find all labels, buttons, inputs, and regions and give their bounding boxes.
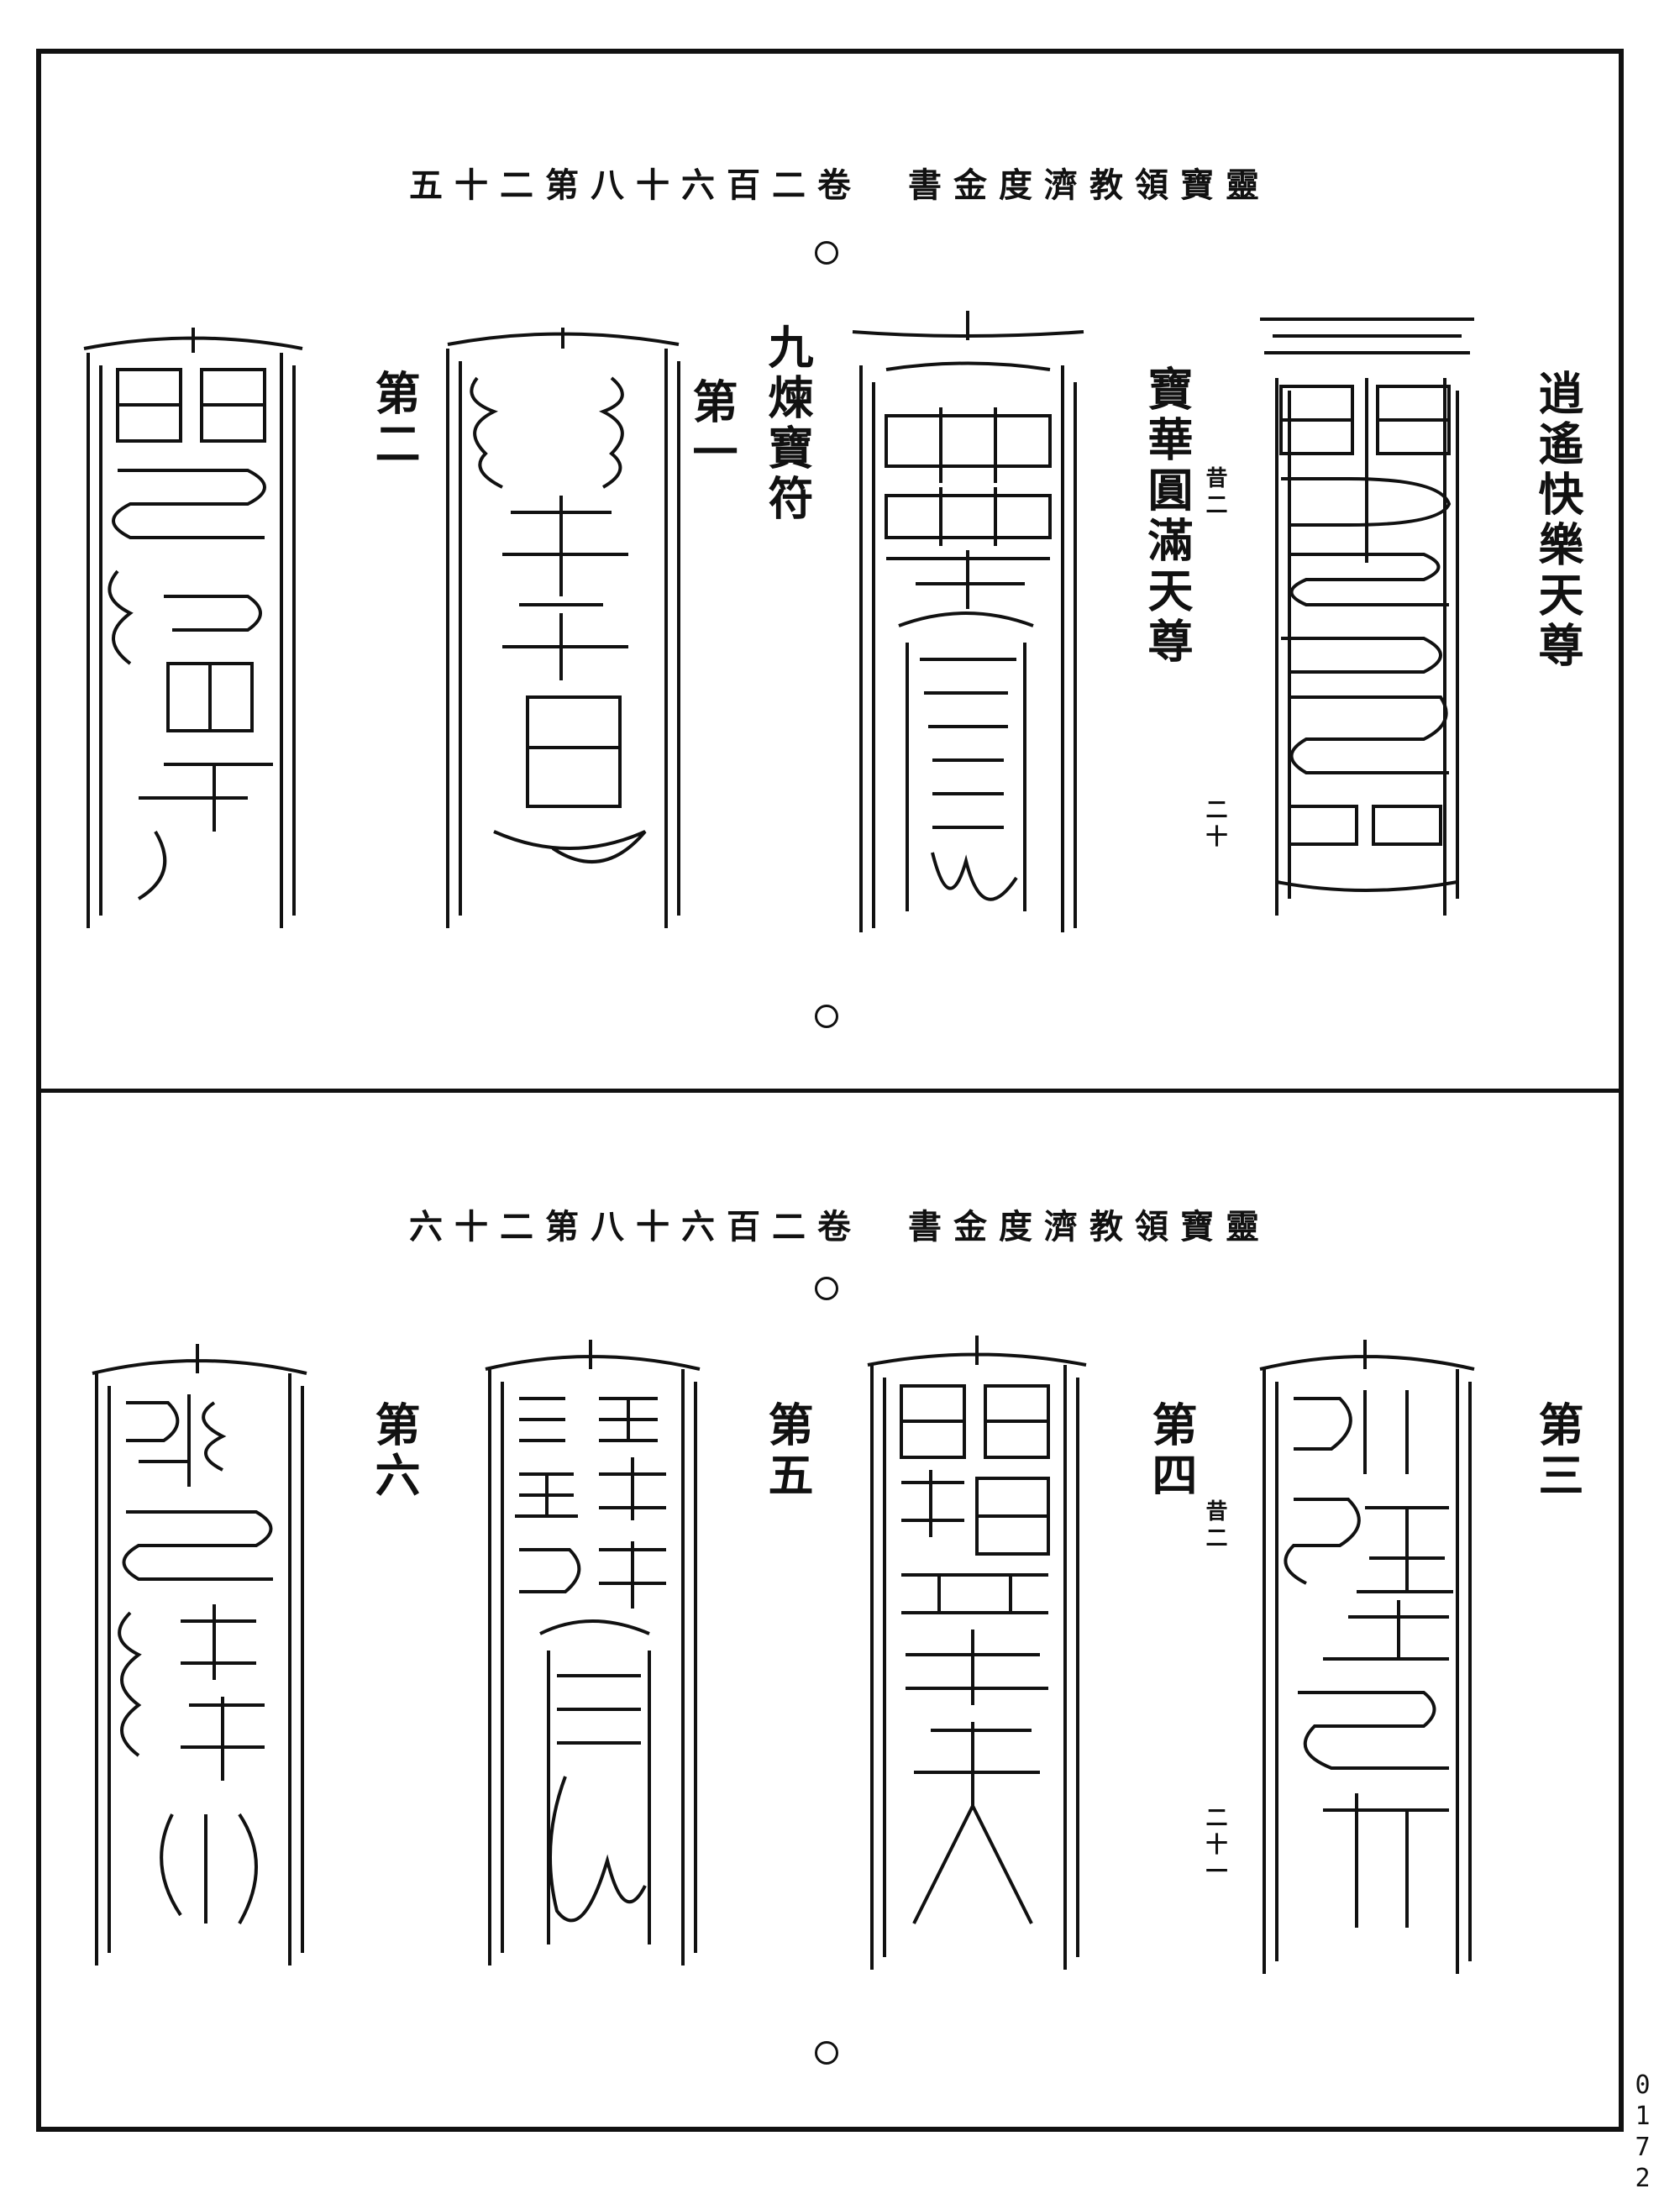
margin-note-bottom-2: 二十一	[1202, 1806, 1227, 1887]
bottom-page-header: 六十二第八十六百二卷 書金度濟教領寶靈	[409, 1207, 1271, 1246]
label-di-liu: 第六	[367, 1401, 421, 1502]
talisman-2	[80, 328, 307, 932]
title-xiaoyao: 逍遙快樂天尊	[1530, 370, 1584, 672]
margin-note-bottom-1: 昔二	[1202, 1499, 1227, 1553]
page-divider	[36, 1089, 1624, 1093]
label-di-san: 第三	[1530, 1401, 1584, 1502]
talisman-baohua	[848, 307, 1088, 937]
top-page-header: 五十二第八十六百二卷 書金度濟教領寶靈	[409, 165, 1271, 205]
talisman-6	[88, 1344, 311, 1970]
talisman-xiaoyao	[1256, 311, 1478, 932]
margin-note-top-2: 二十	[1202, 798, 1227, 852]
binding-hole-icon	[815, 2041, 838, 2065]
binding-hole-icon	[815, 1277, 838, 1300]
title-jiulian-baofu: 九煉寶符	[760, 323, 814, 525]
label-di-er: 第二	[367, 370, 421, 470]
page-number: 0172	[1628, 2070, 1657, 2195]
binding-hole-icon	[815, 241, 838, 265]
title-baohua: 寶華圓滿天尊	[1140, 365, 1194, 668]
talisman-3	[1256, 1340, 1478, 1978]
margin-note-top-1: 昔二	[1202, 466, 1227, 520]
label-di-si: 第四	[1144, 1401, 1198, 1502]
talisman-4	[864, 1336, 1090, 1974]
talisman-5	[481, 1340, 704, 1970]
label-di-yi: 第一	[685, 378, 738, 479]
binding-hole-icon	[815, 1005, 838, 1028]
label-di-wu: 第五	[760, 1401, 814, 1502]
talisman-1	[444, 328, 683, 932]
